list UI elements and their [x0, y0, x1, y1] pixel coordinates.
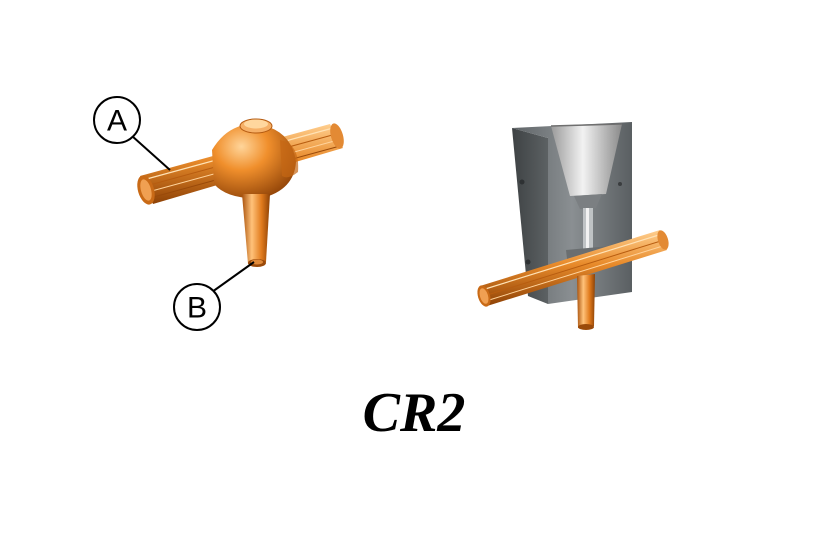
weld-lump	[212, 118, 299, 199]
callout-a-label: A	[107, 105, 127, 138]
mold-cable	[477, 230, 669, 307]
crucible-cone	[551, 124, 622, 196]
finished-weld-connection	[137, 118, 344, 267]
mold-side-face	[512, 128, 548, 304]
diagram-caption: CR2	[362, 382, 466, 444]
callout-b-leader	[211, 261, 255, 293]
vertical-rod	[242, 194, 270, 267]
callout-a-leader	[131, 135, 171, 171]
mold-rod	[577, 274, 595, 330]
callout-b: B	[173, 261, 255, 331]
callout-b-circle	[173, 283, 221, 331]
callout-b-label: B	[187, 292, 207, 325]
callout-a-circle	[93, 96, 141, 144]
callout-a: A	[93, 96, 171, 171]
